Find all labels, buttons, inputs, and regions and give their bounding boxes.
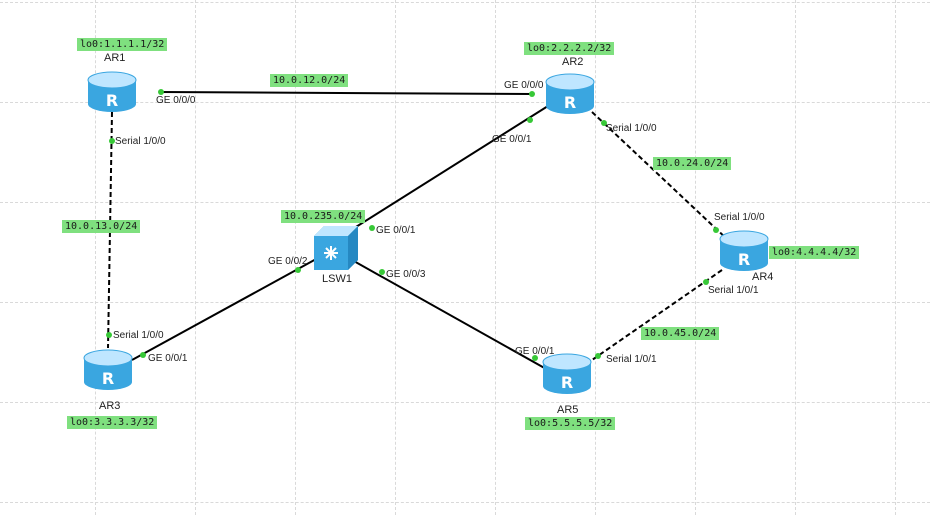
port-label-ar5-serial: Serial 1/0/1 [606,354,657,365]
loopback-label-ar1: lo0:1.1.1.1/32 [77,38,168,51]
network-label-235: 10.0.235.0/24 [281,210,366,223]
port-label-ar1-serial: Serial 1/0/0 [115,136,166,147]
link-ar1-ar2[interactable] [159,91,533,95]
port-label-ar4-serial0: Serial 1/0/0 [714,212,765,223]
router-icon[interactable]: R [83,349,133,390]
link-ar4-ar5[interactable] [591,269,723,361]
grid-line [0,102,930,103]
port-label-ar4-serial1: Serial 1/0/1 [708,285,759,296]
router-icon[interactable]: R [545,73,595,114]
port-dot [106,332,112,338]
loopback-label-ar3: lo0:3.3.3.3/32 [67,416,158,429]
port-label-lsw-ge2: GE 0/0/2 [268,256,308,267]
port-label-ar2-serial: Serial 1/0/0 [606,123,657,134]
link-ar2-lsw1[interactable] [339,105,549,238]
port-label-ar5-ge: GE 0/0/1 [515,346,555,357]
link-ar1-ar3[interactable] [107,111,113,349]
port-label-ar2-ge0: GE 0/0/0 [504,80,544,91]
link-lsw1-ar3[interactable] [131,257,319,361]
port-dot [703,279,709,285]
port-label-ar3-ge: GE 0/0/1 [148,353,188,364]
link-ar2-ar4[interactable] [591,111,729,241]
port-label-lsw-ge1: GE 0/0/1 [376,225,416,236]
port-dot [595,353,601,359]
device-name-lsw1: LSW1 [322,273,352,285]
network-label-24: 10.0.24.0/24 [653,157,732,170]
grid-line [695,0,696,515]
router-icon[interactable]: R [87,71,137,112]
network-label-12: 10.0.12.0/24 [270,74,349,87]
svg-text:R: R [564,93,576,112]
port-label-lsw-ge3: GE 0/0/3 [386,269,426,280]
port-dot [601,120,607,126]
loopback-label-ar2: lo0:2.2.2.2/32 [524,42,615,55]
port-dot [532,355,538,361]
device-name-ar4: AR4 [752,271,774,283]
port-label-ar1-ge: GE 0/0/0 [156,95,196,106]
port-dot [140,352,146,358]
link-lsw1-ar5[interactable] [351,259,549,371]
network-label-45: 10.0.45.0/24 [641,327,720,340]
port-dot [109,138,115,144]
router-icon[interactable]: R [542,353,592,394]
port-dot [713,227,719,233]
grid-line [0,402,930,403]
svg-text:R: R [106,91,118,110]
port-dot [158,89,164,95]
switch-icon[interactable] [314,226,358,270]
loopback-label-ar4: lo0:4.4.4.4/32 [769,246,860,259]
grid-line [595,0,596,515]
network-label-13: 10.0.13.0/24 [62,220,141,233]
port-dot [369,225,375,231]
device-name-ar1: AR1 [104,52,126,64]
svg-text:R: R [561,373,573,392]
loopback-label-ar5: lo0:5.5.5.5/32 [525,417,616,430]
grid-line [0,2,930,3]
grid-line [95,0,96,515]
port-dot [529,91,535,97]
port-dot [379,269,385,275]
grid-line [0,502,930,503]
port-label-ar2-ge1: GE 0/0/1 [492,134,532,145]
port-dot [527,117,533,123]
device-name-ar3: AR3 [99,400,121,412]
grid-line [0,202,930,203]
grid-line [195,0,196,515]
grid-line [895,0,896,515]
svg-text:R: R [738,250,750,269]
device-name-ar5: AR5 [557,404,579,416]
grid-line [495,0,496,515]
svg-text:R: R [102,369,114,388]
grid-line [395,0,396,515]
grid-line [295,0,296,515]
device-name-ar2: AR2 [562,56,584,68]
grid-line [0,302,930,303]
router-icon[interactable]: R [719,230,769,271]
port-dot [295,267,301,273]
port-label-ar3-serial: Serial 1/0/0 [113,330,164,341]
